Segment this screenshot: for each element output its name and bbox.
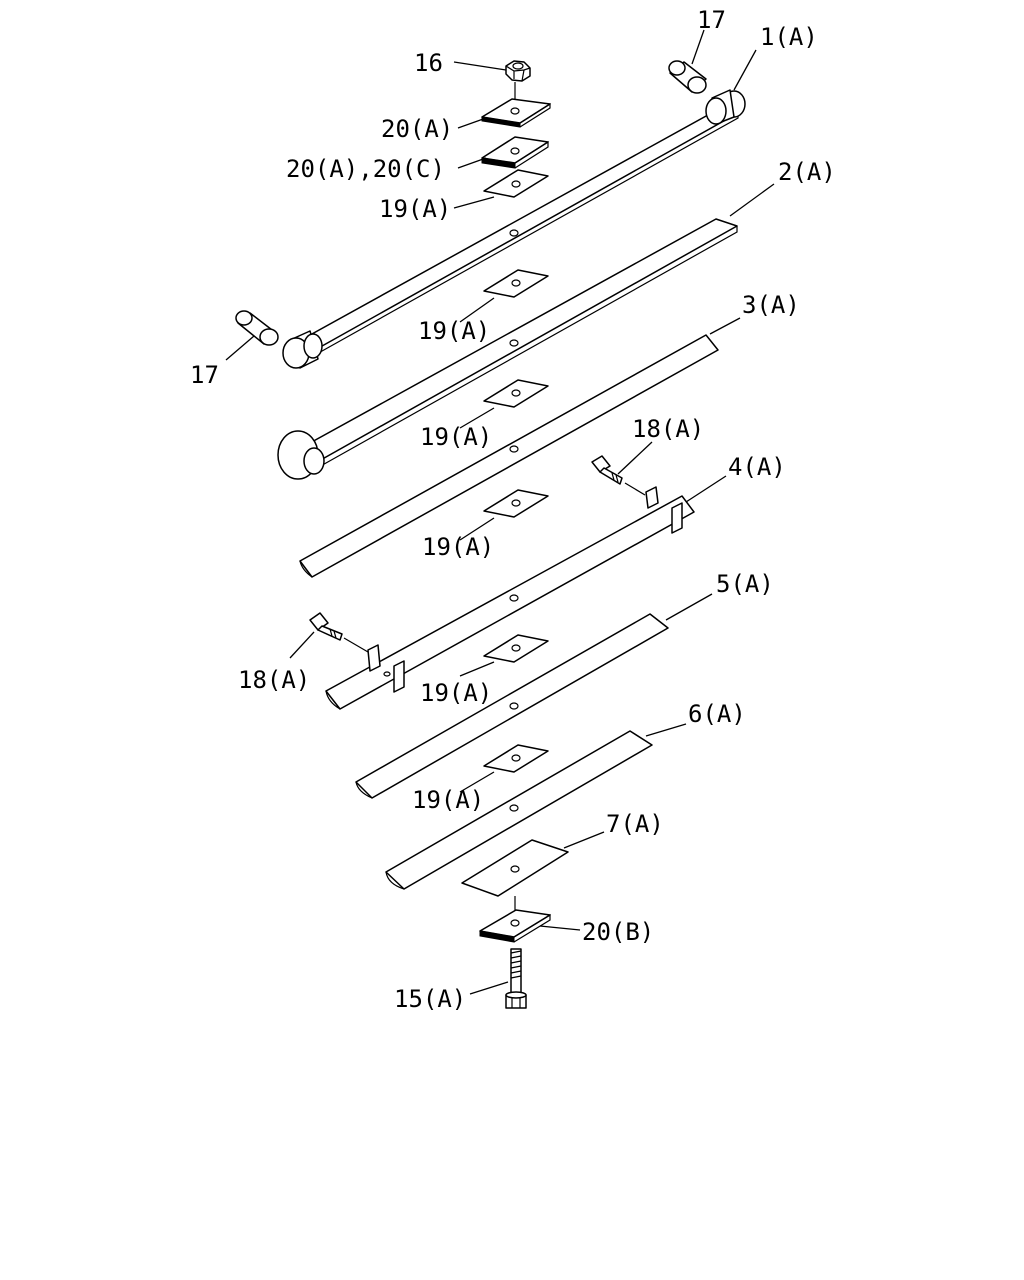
leaf-4a [325,486,695,710]
washer-plate-20ac [481,136,549,169]
plate-7a [461,839,569,897]
callout-18a-right: 18(A) [632,415,704,443]
leaf-5a [355,613,669,799]
center-bolt-15a [505,948,527,1009]
callout-20a-top: 20(A) [381,115,453,143]
callout-19a-4: 19(A) [422,533,494,561]
bolt-18a-left [309,612,343,641]
callout-3a: 3(A) [742,291,800,319]
pad-19a-6 [483,744,549,773]
leaf-3a [299,334,719,578]
washer-plate-20b [479,909,551,943]
callout-16: 16 [414,49,443,77]
pad-19a-3 [483,379,549,408]
callout-19a-2: 19(A) [418,317,490,345]
callout-7a: 7(A) [606,810,664,838]
callout-6a: 6(A) [688,700,746,728]
leaf-2a [277,218,738,480]
callout-1a: 1(A) [760,23,818,51]
callout-20a-20c: 20(A),20(C) [286,155,445,183]
callout-19a-5: 19(A) [420,679,492,707]
bushing-17-left [235,310,279,346]
bushing-17-top [668,60,707,94]
pad-19a-2 [483,269,549,298]
pad-19a-4 [483,489,549,518]
callout-18a-left: 18(A) [238,666,310,694]
leaf-6a [385,730,653,890]
nut-16 [505,60,531,82]
main-leaf-1a [282,89,746,369]
callout-19a-3: 19(A) [420,423,492,451]
callout-2a: 2(A) [778,158,836,186]
washer-plate-20a-top [481,98,551,128]
callout-15a: 15(A) [394,985,466,1013]
callout-5a: 5(A) [716,570,774,598]
callout-19a-1: 19(A) [379,195,451,223]
callout-17-top: 17 [697,6,726,34]
callout-19a-6: 19(A) [412,786,484,814]
pad-19a-1 [483,169,549,198]
bolt-18a-right [591,455,623,485]
callout-20b: 20(B) [582,918,654,946]
leader-lines [225,29,775,995]
callout-17-left: 17 [190,361,219,389]
callout-4a: 4(A) [728,453,786,481]
pad-19a-5 [483,634,549,663]
